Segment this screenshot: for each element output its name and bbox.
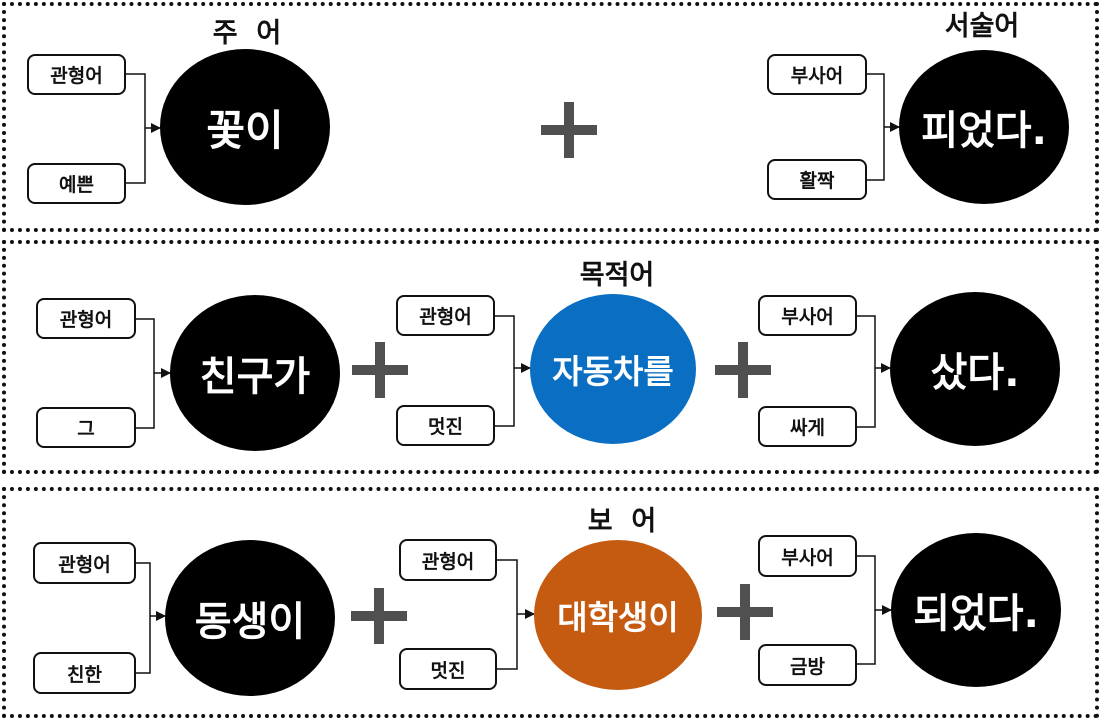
modifier-box-label: 관형어 [33, 542, 136, 584]
predicate-node: 샀다. [890, 292, 1060, 446]
role-label-complement: 보 어 [587, 506, 657, 537]
subject-node: 꽃이 [160, 49, 330, 205]
modifier-box-word: 멋진 [399, 648, 497, 690]
modifier-box-label: 관형어 [36, 298, 136, 339]
plus-sign [715, 342, 771, 398]
modifier-box-label: 관형어 [396, 295, 495, 336]
modifier-box-label: 관형어 [27, 54, 126, 95]
modifier-box-word: 그 [36, 407, 136, 448]
modifier-box-word: 멋진 [396, 405, 495, 446]
modifier-box-label: 관형어 [399, 539, 497, 581]
role-label-predicate: 서술어 [944, 11, 1020, 42]
role-label-subject: 주 어 [212, 18, 282, 49]
predicate-node: 피었다. [899, 50, 1069, 204]
modifier-box-word: 친한 [33, 652, 136, 694]
object-node: 자동차를 [530, 294, 696, 444]
modifier-box-label: 부사어 [758, 535, 857, 577]
modifier-box-label: 부사어 [767, 54, 867, 95]
modifier-box-word: 금방 [758, 644, 857, 686]
complement-node: 대학생이 [534, 540, 702, 690]
modifier-box-word: 예쁜 [27, 163, 126, 204]
predicate-node: 되었다. [891, 533, 1061, 687]
plus-sign [351, 588, 407, 644]
plus-sign [352, 342, 408, 398]
modifier-box-word: 싸게 [758, 406, 857, 447]
subject-node: 동생이 [165, 540, 335, 696]
plus-sign [541, 102, 597, 158]
modifier-box-label: 부사어 [758, 295, 857, 336]
role-label-object: 목적어 [579, 260, 655, 291]
modifier-box-word: 활짝 [767, 159, 867, 200]
subject-node: 친구가 [170, 295, 340, 451]
plus-sign [717, 584, 773, 640]
